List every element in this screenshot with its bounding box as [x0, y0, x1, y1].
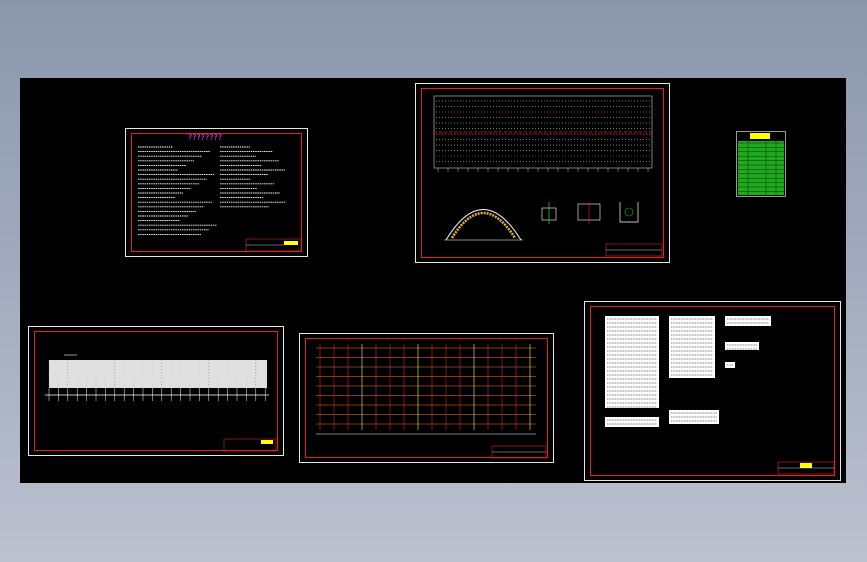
sheet-frame — [421, 88, 664, 258]
sheet-frame — [305, 338, 548, 458]
sheet-longitudinal-section[interactable] — [28, 326, 284, 456]
sheet-frame — [34, 331, 278, 451]
detail-3 — [619, 202, 639, 223]
title-block — [491, 445, 547, 459]
sheet-tunnel-profile[interactable] — [415, 83, 670, 263]
table-rows — [738, 141, 784, 195]
title-block — [245, 238, 302, 252]
longitudinal-drawing — [45, 354, 277, 452]
grid-drawing — [316, 344, 547, 459]
sheet-quantity-table[interactable] — [736, 131, 786, 197]
design-notes-drawing: ???????? — [138, 133, 302, 252]
detail-2 — [577, 202, 601, 224]
notes-title: ???????? — [188, 133, 222, 142]
material-tables-drawing — [605, 316, 835, 475]
title-block — [605, 243, 663, 257]
arch-section — [444, 209, 523, 241]
quantity-table-drawing — [736, 131, 786, 197]
drawing-viewport[interactable]: ???????? — [20, 78, 846, 483]
title-block — [223, 438, 277, 452]
title-block — [777, 461, 835, 475]
tunnel-profile-drawing — [433, 95, 663, 257]
sheet-design-notes[interactable]: ???????? — [125, 128, 308, 257]
notes-text-lines — [138, 146, 286, 235]
sheet-material-tables[interactable] — [584, 301, 841, 481]
detail-1 — [541, 202, 557, 224]
sheet-frame — [590, 306, 835, 476]
plan-view — [433, 95, 653, 172]
sheet-grid-layout[interactable] — [299, 333, 554, 463]
sheet-frame — [131, 133, 302, 252]
